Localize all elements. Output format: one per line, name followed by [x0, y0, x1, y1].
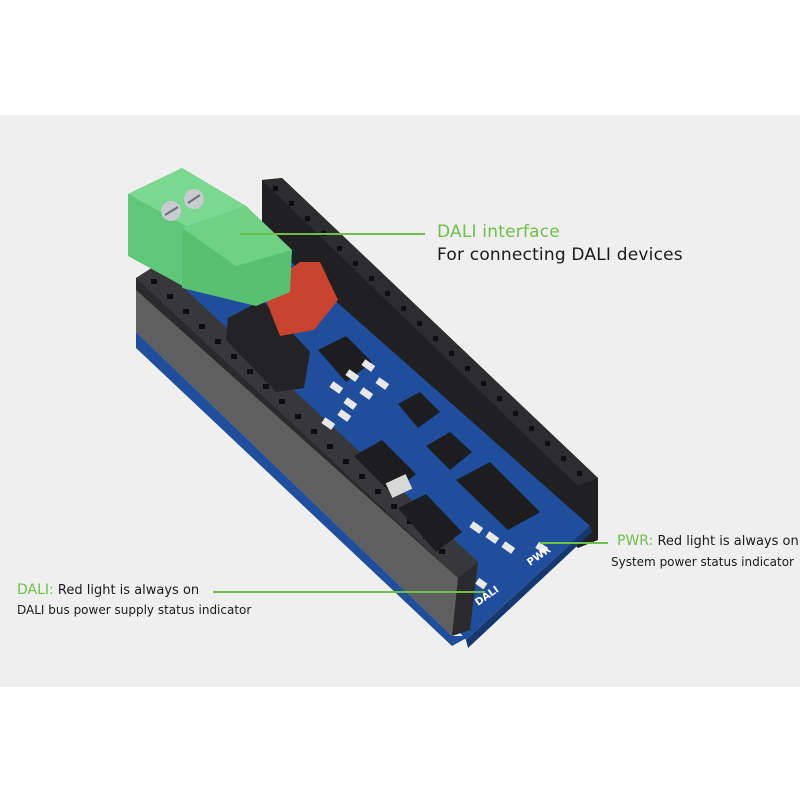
pwr-description: System power status indicator: [611, 555, 794, 569]
dali-interface-description: For connecting DALI devices: [437, 245, 683, 265]
pwr-value: Red light is always on: [653, 534, 799, 549]
pwr-leader-line: [540, 542, 608, 544]
front-header-holes: [151, 279, 445, 554]
dali-led-leader-line: [213, 591, 485, 593]
dali-led-annotation: DALI: Red light is always on: [17, 582, 199, 598]
dali-terminal-block: [128, 168, 292, 306]
dali-led-description: DALI bus power supply status indicator: [17, 603, 252, 617]
dali-led-key: DALI:: [17, 582, 54, 598]
dali-interface-title: DALI interface: [437, 222, 560, 242]
pwr-annotation: PWR: Red light is always on: [617, 533, 799, 549]
dali-interface-leader-line: [240, 233, 425, 235]
dali-led-value: Red light is always on: [53, 583, 200, 598]
pwr-key: PWR:: [617, 533, 654, 549]
front-pin-header: [136, 264, 478, 646]
back-pin-header: [262, 178, 598, 548]
